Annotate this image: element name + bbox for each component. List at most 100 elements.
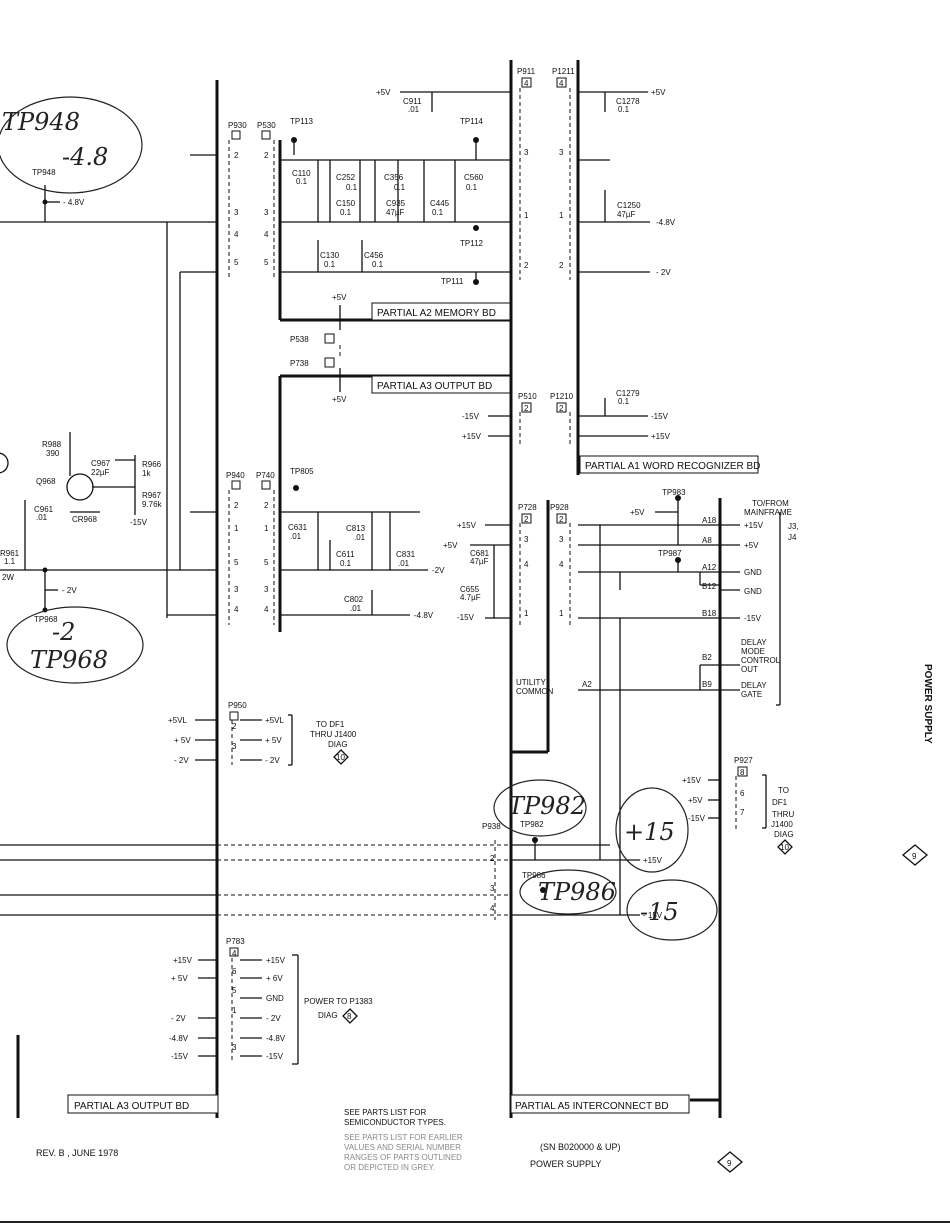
svg-text:-15V: -15V (744, 614, 762, 623)
svg-text:TP111: TP111 (441, 277, 464, 286)
svg-text:1.1: 1.1 (4, 557, 16, 566)
svg-text:47µF: 47µF (386, 208, 405, 217)
svg-text:+15V: +15V (462, 432, 482, 441)
svg-text:10: 10 (336, 753, 345, 762)
svg-text:C611: C611 (336, 550, 355, 559)
svg-text:TP983: TP983 (662, 488, 686, 497)
svg-text:8: 8 (740, 768, 745, 777)
svg-text:C456: C456 (364, 251, 384, 260)
svg-text:5: 5 (264, 258, 269, 267)
svg-text:+15V: +15V (266, 956, 286, 965)
rail-m48-top: -4.8V (656, 218, 676, 227)
svg-text:C356: C356 (384, 173, 404, 182)
tp948: TP948 - 4.8V (32, 168, 85, 222)
svg-text:P1210: P1210 (550, 392, 574, 401)
svg-text:5: 5 (264, 558, 269, 567)
p530-label: P530 (257, 121, 276, 130)
svg-text:TP968: TP968 (34, 615, 58, 624)
svg-text:7: 7 (740, 808, 745, 817)
svg-text:+15V: +15V (457, 521, 477, 530)
svg-text:-15V: -15V (688, 814, 706, 823)
svg-text:4.7µF: 4.7µF (460, 593, 481, 602)
svg-text:+15: +15 (624, 818, 675, 846)
svg-text:J3,: J3, (788, 522, 799, 531)
svg-text:2: 2 (524, 515, 529, 524)
svg-text:.01: .01 (36, 513, 48, 522)
svg-text:+ 5V: + 5V (265, 736, 282, 745)
svg-text:10: 10 (780, 843, 789, 852)
svg-text:TP112: TP112 (460, 239, 484, 248)
svg-text:-15V: -15V (171, 1052, 189, 1061)
svg-text:0.1: 0.1 (346, 183, 358, 192)
svg-text:C560: C560 (464, 173, 484, 182)
connector-p938: P938 2 3 4 TP982 +15V TP986 - 15V (0, 820, 663, 920)
svg-text:CR968: CR968 (72, 515, 97, 524)
svg-text:+15V: +15V (651, 432, 671, 441)
svg-text:R967: R967 (142, 491, 162, 500)
svg-text:C655: C655 (460, 585, 480, 594)
svg-text:PARTIAL A1 WORD RECOGNIZER BD: PARTIAL A1 WORD RECOGNIZER BD (585, 461, 760, 472)
svg-text:1: 1 (232, 1006, 237, 1015)
p930-label: P930 (228, 121, 247, 130)
svg-text:GND: GND (266, 994, 284, 1003)
svg-text:C252: C252 (336, 173, 356, 182)
svg-text:9.76k: 9.76k (142, 500, 163, 509)
svg-text:A2: A2 (582, 680, 592, 689)
svg-text:P728: P728 (518, 503, 537, 512)
svg-text:22µF: 22µF (91, 468, 110, 477)
connector-p950: P950 2 3 +5VL + 5V - 2V +5VL + 5V - 2V T… (168, 701, 357, 766)
svg-text:5: 5 (232, 986, 237, 995)
svg-text:P950: P950 (228, 701, 247, 710)
svg-text:9: 9 (912, 852, 917, 861)
svg-text:+5V: +5V (332, 293, 347, 302)
svg-text:TP968: TP968 (30, 646, 108, 674)
svg-text:TP986: TP986 (522, 871, 546, 880)
svg-text:UTILITY: UTILITY (516, 678, 546, 687)
connector-p538-p738: +5V P538 P738 +5V (290, 293, 347, 404)
svg-text:B12: B12 (702, 582, 717, 591)
svg-text:P927: P927 (734, 756, 753, 765)
svg-text:1: 1 (559, 211, 564, 220)
svg-text:TP987: TP987 (658, 549, 682, 558)
svg-text:1: 1 (524, 609, 529, 618)
revision-note: REV. B , JUNE 1978 (36, 1148, 118, 1158)
svg-text:+5V: +5V (630, 508, 645, 517)
connector-p783: P783 4 6 5 1 3 +15V + 5V - 2V -4.8V -15V… (169, 937, 373, 1065)
svg-text:4: 4 (234, 230, 239, 239)
svg-text:+5V: +5V (332, 395, 347, 404)
svg-text:3: 3 (264, 208, 269, 217)
svg-text:TP948: TP948 (32, 168, 56, 177)
svg-text:4: 4 (524, 79, 529, 88)
svg-text:0.1: 0.1 (372, 260, 384, 269)
svg-text:-15V: -15V (651, 412, 669, 421)
a1-word-recognizer-board: PARTIAL A1 WORD RECOGNIZER BD (579, 455, 760, 474)
connector-p927: P927 8 6 7 +15V +5V -15V TO DF1 THRU J14… (682, 756, 794, 855)
svg-text:C150: C150 (336, 199, 356, 208)
svg-text:4: 4 (232, 949, 237, 958)
svg-text:-4.8V: -4.8V (414, 611, 434, 620)
svg-text:P538: P538 (290, 335, 309, 344)
svg-text:-15V: -15V (130, 518, 148, 527)
svg-text:P783: P783 (226, 937, 245, 946)
svg-text:C631: C631 (288, 523, 308, 532)
svg-text:2: 2 (559, 515, 564, 524)
svg-text:COMMON: COMMON (516, 687, 554, 696)
svg-text:5: 5 (234, 258, 239, 267)
svg-text:MAINFRAME: MAINFRAME (744, 508, 792, 517)
svg-text:- 15V: - 15V (643, 911, 663, 920)
svg-text:C813: C813 (346, 524, 366, 533)
svg-text:1: 1 (524, 211, 529, 220)
svg-text:THRU: THRU (772, 810, 794, 819)
svg-text:- 2V: - 2V (171, 1014, 186, 1023)
svg-text:3: 3 (490, 884, 495, 893)
svg-text:A8: A8 (702, 536, 712, 545)
svg-text:B9: B9 (702, 680, 712, 689)
svg-text:-4.8V: -4.8V (266, 1034, 286, 1043)
board-edges (16, 60, 722, 1118)
svg-text:47µF: 47µF (617, 210, 636, 219)
a3-output-board-bottom: PARTIAL A3 OUTPUT BD (67, 1094, 219, 1114)
svg-text:TP982: TP982 (520, 820, 544, 829)
